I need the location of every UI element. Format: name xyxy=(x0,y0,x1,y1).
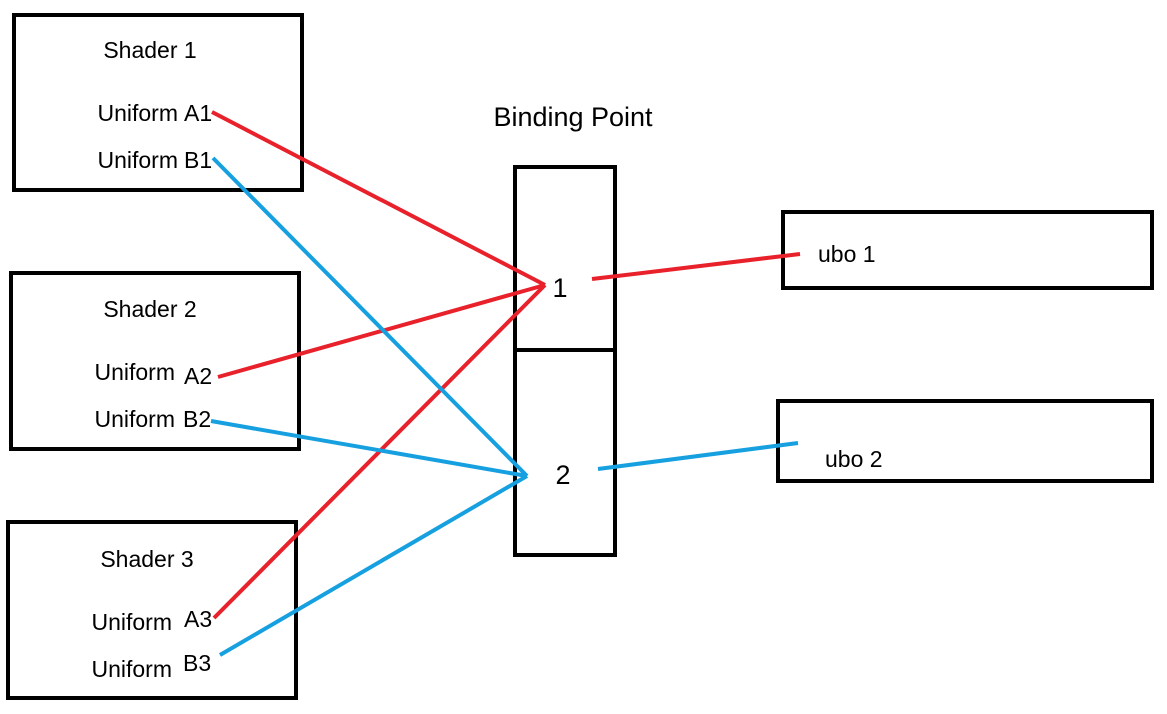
link-slot-1-to-ubo-1 xyxy=(591,252,801,281)
shader-1-frame xyxy=(12,13,304,192)
binding-slot-1-cell xyxy=(513,165,617,352)
shader-2-uniform-b-label: Uniform xyxy=(94,406,175,432)
shader-2-uniform-b-id: B2 xyxy=(183,406,211,432)
link-a1-to-slot-1 xyxy=(211,110,546,287)
shader-2-box: Shader 2 Uniform A2 Uniform B2 xyxy=(9,271,301,451)
binding-slot-1-label: 1 xyxy=(552,273,567,303)
shader-1-uniform-b-label: Uniform xyxy=(97,147,178,173)
binding-slot-2-cell xyxy=(513,348,617,557)
shader-1-box: Shader 1 Uniform A1 Uniform B1 xyxy=(12,13,304,192)
binding-slot-2-label: 2 xyxy=(555,460,570,490)
link-b1-to-slot-2 xyxy=(211,156,529,478)
shader-3-box: Shader 3 Uniform A3 Uniform B3 xyxy=(6,520,298,700)
shader-1-uniform-b-id: B1 xyxy=(184,147,212,173)
binding-point-column: 1 2 xyxy=(513,165,617,557)
link-slot-2-to-ubo-2 xyxy=(597,441,799,471)
shader-3-title: Shader 3 xyxy=(100,546,193,572)
ubo-1-box: ubo 1 xyxy=(781,210,1154,290)
ubo-2-frame xyxy=(776,399,1154,483)
ubo-1-frame xyxy=(781,210,1154,290)
ubo-2-label: ubo 2 xyxy=(825,446,883,472)
link-b2-to-slot-2 xyxy=(210,419,528,478)
shader-2-uniform-a-id: A2 xyxy=(184,363,212,389)
ubo-1-label: ubo 1 xyxy=(818,241,876,267)
shader-2-uniform-a-label: Uniform xyxy=(94,359,175,385)
shader-1-uniform-a-id: A1 xyxy=(184,100,212,126)
shader-1-title: Shader 1 xyxy=(103,37,196,63)
link-b3-to-slot-2 xyxy=(218,474,529,657)
shader-3-uniform-a-label: Uniform xyxy=(91,609,172,635)
ubo-2-box: ubo 2 xyxy=(776,399,1154,483)
shader-2-frame xyxy=(9,271,301,451)
shader-3-uniform-b-label: Uniform xyxy=(91,656,172,682)
shader-2-title: Shader 2 xyxy=(103,296,196,322)
shader-3-uniform-b-id: B3 xyxy=(183,650,211,676)
shader-1-uniform-a-label: Uniform xyxy=(97,100,178,126)
binding-point-title: Binding Point xyxy=(493,102,653,132)
shader-3-uniform-a-id: A3 xyxy=(184,606,212,632)
